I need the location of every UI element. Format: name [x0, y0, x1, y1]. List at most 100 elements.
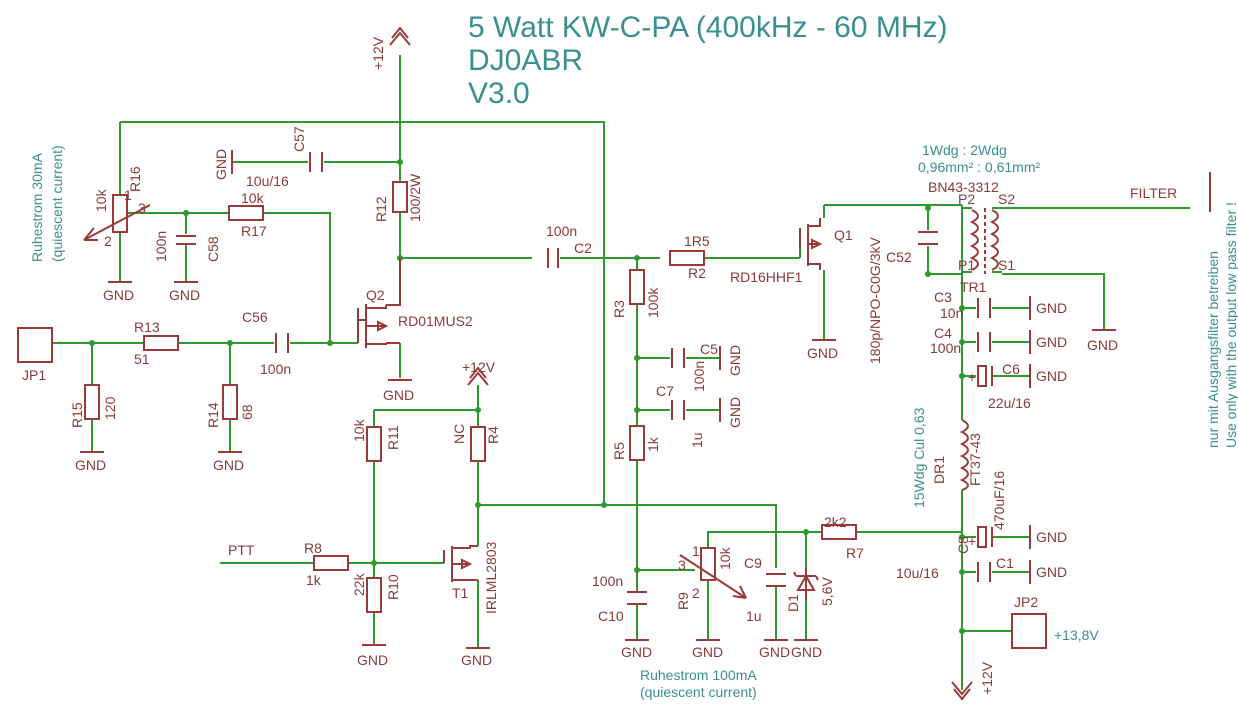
label-ptt: PTT [228, 542, 255, 558]
d1-name: D1 [785, 594, 801, 612]
q2-name: Q2 [366, 287, 385, 303]
note-wdg-area: 0,96mm² : 0,61mm² [918, 159, 1040, 175]
r16-value: 10k [93, 188, 109, 212]
c58-name: C58 [205, 236, 221, 262]
c4-name: C4 [934, 325, 952, 341]
c56-value: 100n [260, 361, 291, 377]
tr1-s1: S1 [998, 257, 1015, 273]
tr1-p1: P1 [958, 257, 975, 273]
label-12v-top: +12V [370, 36, 386, 70]
c2-name: C2 [574, 240, 592, 256]
c7-value: 1u [689, 432, 705, 448]
c5-name: C5 [700, 341, 718, 357]
r16-pin1: 1 [124, 187, 132, 203]
inductor-dr1 [959, 419, 969, 491]
r15-name: R15 [69, 402, 85, 428]
c3-name: C3 [934, 289, 952, 305]
r17-value: 10k [241, 190, 265, 206]
pot-r9 [679, 547, 747, 599]
r9-name: R9 [675, 592, 691, 610]
r16-pin2: 2 [104, 233, 112, 249]
gnd-label-c1: GND [1036, 564, 1067, 580]
gnd-label-c8: GND [1036, 529, 1067, 545]
gnd-label-r15: GND [75, 457, 106, 473]
gnd-label-c58: GND [169, 287, 200, 303]
c9-value: 1u [746, 608, 762, 624]
t1-type: IRLML2803 [483, 541, 499, 614]
gnd-label-c5: GND [727, 345, 743, 376]
label-jp1: JP1 [22, 367, 46, 383]
r11-value: 10k [351, 418, 367, 442]
label-12v-bottom: +12V [979, 661, 995, 695]
q1-name: Q1 [834, 227, 853, 243]
r14-value: 68 [239, 404, 255, 420]
tr1-s2: S2 [998, 191, 1015, 207]
c1-value: 10u/16 [896, 565, 939, 581]
note-ruhestrom30: Ruhestrom 30mA [29, 152, 45, 262]
capacitors [176, 152, 991, 605]
note-wdg-ratio: 1Wdg : 2Wdg [922, 142, 1007, 158]
junctions [89, 159, 965, 634]
r13-name: R13 [134, 319, 160, 335]
gnd-label-c7: GND [727, 397, 743, 428]
c57-name: C57 [291, 126, 307, 152]
gnd-label-r10: GND [357, 652, 388, 668]
tr1-p2: P2 [958, 191, 975, 207]
wires [52, 55, 1190, 690]
title-line2: DJ0ABR [468, 44, 583, 77]
note-ruhestrom100: Ruhestrom 100mA [640, 667, 757, 683]
q2-type: RD01MUS2 [398, 313, 473, 329]
title-line1: 5 Watt KW-C-PA (400kHz - 60 MHz) [468, 11, 948, 44]
c56-name: C56 [242, 309, 268, 325]
gnd-label-d1: GND [791, 644, 822, 660]
d1-value: 5,6V [819, 577, 835, 606]
c52-name: C52 [886, 249, 912, 265]
q1-type: RD16HHF1 [730, 269, 803, 285]
gnd-label-tr1: GND [1087, 337, 1118, 353]
r13-value: 51 [134, 351, 150, 367]
c6-name: C6 [1002, 361, 1020, 377]
gnd-label-r9: GND [692, 644, 723, 660]
c52-value: 180p/NPO-C0G/3kV [867, 237, 883, 364]
r10-value: 22k [351, 572, 367, 596]
label-filter: FILTER [1130, 185, 1177, 201]
r7-name: R7 [846, 545, 864, 561]
c6-value: 22u/16 [988, 395, 1031, 411]
gnd-label-q1: GND [807, 345, 838, 361]
r17-name: R17 [241, 223, 267, 239]
r16-pin3: 3 [138, 200, 146, 216]
r3-name: R3 [611, 300, 627, 318]
r8-name: R8 [304, 540, 322, 556]
c10-name: C10 [598, 608, 624, 624]
c1-name: C1 [996, 555, 1014, 571]
c57-value: 10u/16 [246, 173, 289, 189]
note-quiescent30: (quiescent current) [49, 145, 65, 262]
gnd-label-r16: GND [103, 287, 134, 303]
note-filter-en: Use only with the output low pass filter… [1223, 202, 1238, 448]
c5-value: 100n [691, 361, 707, 392]
gnd-label-c9: GND [759, 644, 790, 660]
t1-name: T1 [452, 585, 469, 601]
gnd-label-c4: GND [1036, 334, 1067, 350]
c8-plus: + [968, 533, 976, 549]
tr1-name: TR1 [960, 279, 987, 295]
gnd-label-r14: GND [213, 457, 244, 473]
label-jp2: JP2 [1014, 594, 1038, 610]
r16-name: R16 [127, 166, 143, 192]
mosfet-q1 [799, 218, 823, 270]
c58-value: 100n [153, 231, 169, 262]
gnd-symbols [80, 150, 1116, 649]
c10-value: 100n [592, 573, 623, 589]
resistors [84, 181, 857, 613]
r5-value: 1k [645, 436, 661, 452]
dr1-name: DR1 [931, 456, 947, 484]
r8-value: 1k [306, 572, 322, 588]
mosfet-q2 [357, 258, 401, 348]
note-quiescent100: (quiescent current) [640, 684, 757, 700]
note-dr1-wire: 15Wdg Cul 0,63 [911, 407, 927, 508]
jp1-connector [17, 327, 53, 363]
r3-value: 100k [645, 287, 661, 318]
gnd-label-c6: GND [1036, 368, 1067, 384]
r11-name: R11 [385, 425, 401, 450]
